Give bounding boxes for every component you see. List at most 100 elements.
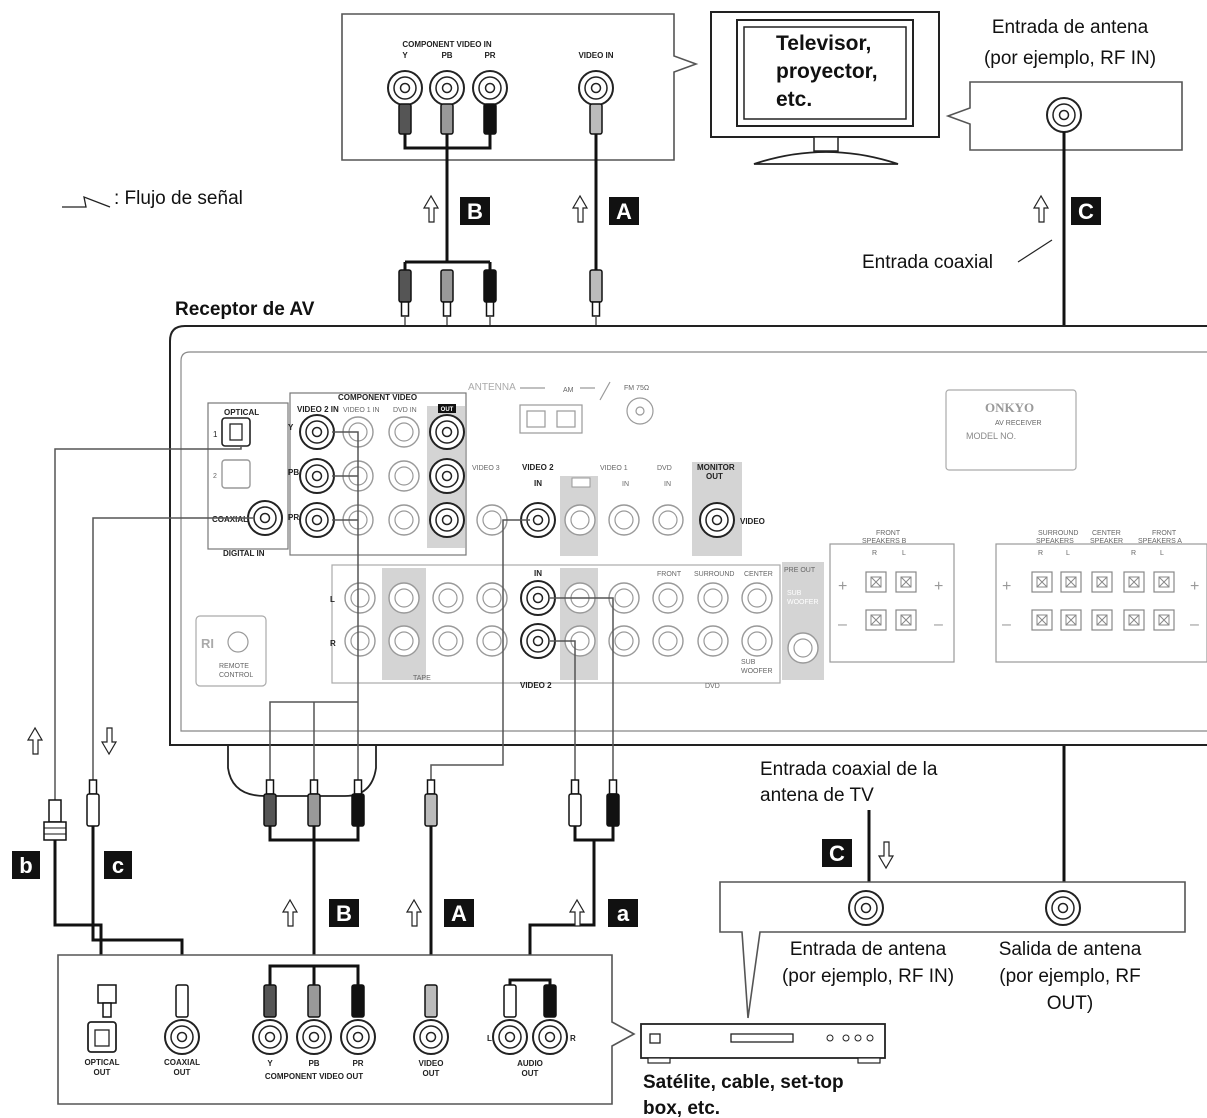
stb-antenna-in-line-2: (por ejemplo, RF IN): [782, 966, 954, 987]
tv-antenna-in-line-1: Entrada de antena: [992, 17, 1149, 38]
am-label: AM: [563, 387, 574, 394]
svg-text:–: –: [1002, 616, 1011, 633]
badge-b-bottom: B: [329, 899, 359, 927]
badge-b-lower: b: [12, 851, 40, 879]
svg-text:VIDEO 1 IN: VIDEO 1 IN: [343, 407, 380, 414]
remote-control-jack: [227, 631, 249, 653]
component-out-pr-source-jack: [340, 1019, 376, 1055]
svg-text:WOOFER: WOOFER: [741, 668, 773, 675]
svg-text:DVD: DVD: [657, 465, 672, 472]
svg-text:C: C: [829, 841, 845, 866]
video-out-label-1: VIDEO: [419, 1059, 444, 1068]
badge-c-bottom: C: [822, 839, 852, 867]
audio-out-l-jack: [492, 1019, 528, 1055]
svg-text:IN: IN: [622, 481, 629, 488]
svg-text:L: L: [1160, 550, 1164, 557]
coaxial-out-jack: [164, 1019, 200, 1055]
coaxial-out-label-1: COAXIAL: [164, 1058, 200, 1067]
svg-text:REMOTE: REMOTE: [219, 663, 249, 670]
tv-coax-in-label: Entrada coaxial: [862, 252, 993, 273]
tv-pr-jack: [472, 70, 508, 106]
svg-text:SUB: SUB: [741, 659, 756, 666]
flow-arrow-a-top: [572, 195, 588, 223]
source-device-output-panel: OPTICAL OUT COAXIAL OUT Y PB PR COMPONEN…: [57, 954, 636, 1105]
optical-in-2-jack: [221, 459, 251, 489]
bottom-cables: [54, 431, 614, 800]
flow-arrow-c-bottom: [878, 841, 894, 869]
badge-b-top: B: [460, 197, 490, 225]
tv-jack-pr-label: PR: [484, 51, 495, 60]
model-line-2: MODEL NO.: [966, 431, 1016, 441]
model-line-1: AV RECEIVER: [995, 420, 1042, 427]
tv-input-callout: COMPONENT VIDEO IN Y PB PR VIDEO IN: [341, 13, 699, 161]
optical-label: OPTICAL: [224, 408, 259, 417]
av-receiver-back-panel: ANTENNA AM FM 75Ω ONKYO AV RECEIVER MODE…: [169, 325, 1207, 797]
antenna-label: ANTENNA: [468, 382, 516, 393]
svg-text:a: a: [617, 901, 630, 926]
source-device-label-1: Satélite, cable, set-top: [643, 1072, 844, 1093]
tv-screen-line-3: etc.: [776, 88, 812, 111]
badge-a-bottom: A: [444, 899, 474, 927]
tv-video-in-label: VIDEO IN: [578, 51, 613, 60]
svg-text:SPEAKERS: SPEAKERS: [1036, 538, 1074, 545]
svg-text:PR: PR: [288, 513, 299, 522]
flow-arrow-c-top: [1033, 195, 1049, 223]
svg-text:FRONT: FRONT: [657, 571, 682, 578]
svg-text:PRE OUT: PRE OUT: [784, 567, 816, 574]
svg-text:SUB: SUB: [787, 590, 802, 597]
svg-text:VIDEO 3: VIDEO 3: [472, 465, 500, 472]
fm-antenna-jack: [626, 397, 654, 425]
tv-video-in-jack: [578, 70, 614, 106]
svg-text:IN: IN: [534, 569, 542, 578]
receiver-title: Receptor de AV: [175, 299, 315, 320]
ri-logo: RI: [201, 636, 214, 651]
tv-antenna-callout: Entrada de antena (por ejemplo, RF IN) E…: [862, 17, 1183, 893]
svg-text:b: b: [19, 853, 32, 878]
svg-text:L: L: [487, 1034, 492, 1043]
flow-arrow-c-receiver: [101, 727, 117, 755]
brand-logo: ONKYO: [985, 400, 1034, 415]
tv-screen-line-1: Televisor,: [776, 32, 871, 55]
tv-screen-line-2: proyector,: [776, 60, 878, 83]
component-video-out-label: COMPONENT VIDEO OUT: [265, 1072, 363, 1081]
fm-label: FM 75Ω: [624, 385, 649, 392]
audio-out-label-1: AUDIO: [517, 1059, 543, 1068]
svg-text:DVD IN: DVD IN: [393, 407, 417, 414]
svg-text:CONTROL: CONTROL: [219, 672, 253, 679]
svg-text:+: +: [838, 578, 847, 595]
svg-text:CENTER: CENTER: [744, 571, 773, 578]
svg-text:R: R: [1038, 550, 1043, 557]
stb-antenna-out-line-2: (por ejemplo, RF: [999, 966, 1141, 987]
signal-flow-label: : Flujo de señal: [114, 188, 243, 209]
component-out-pb-source-jack: [296, 1019, 332, 1055]
badge-a-lower: a: [608, 899, 638, 927]
stb-antenna-out-jack: [1045, 890, 1081, 926]
source-device-label-2: box, etc.: [643, 1098, 720, 1118]
svg-text:1: 1: [213, 430, 218, 439]
tv-jack-pb-label: PB: [441, 51, 452, 60]
video2-pr-in-jack: [299, 502, 335, 538]
source-antenna-callout: Entrada coaxial de la antena de TV C Ent…: [719, 759, 1186, 1019]
svg-text:c: c: [112, 853, 124, 878]
television: Televisor, proyector, etc.: [710, 11, 940, 165]
coaxial-digital-in-jack: [247, 500, 283, 536]
svg-text:–: –: [1190, 616, 1199, 633]
flow-arrow-a-lower: [569, 899, 585, 927]
badge-c-top: C: [1071, 197, 1101, 225]
svg-text:L: L: [902, 550, 906, 557]
svg-text:SPEAKERS B: SPEAKERS B: [862, 538, 907, 545]
svg-text:OUT: OUT: [423, 1069, 440, 1078]
stb-antenna-in-line-1: Entrada de antena: [790, 939, 947, 960]
svg-text:SPEAKER: SPEAKER: [1090, 538, 1123, 545]
audio-out-r-jack: [532, 1019, 568, 1055]
svg-text:OUT: OUT: [522, 1069, 539, 1078]
svg-text:R: R: [1131, 550, 1136, 557]
tv-antenna-in-line-2: (por ejemplo, RF IN): [984, 48, 1156, 69]
flow-arrow-b-receiver: [27, 727, 43, 755]
stb-antenna-in-jack: [848, 890, 884, 926]
tv-antenna-coax-line-2: antena de TV: [760, 785, 874, 806]
component-out-pr-jack: [429, 502, 465, 538]
monitor-video-label: VIDEO: [740, 517, 765, 526]
video2-y-in-jack: [299, 414, 335, 450]
tv-y-jack: [387, 70, 423, 106]
